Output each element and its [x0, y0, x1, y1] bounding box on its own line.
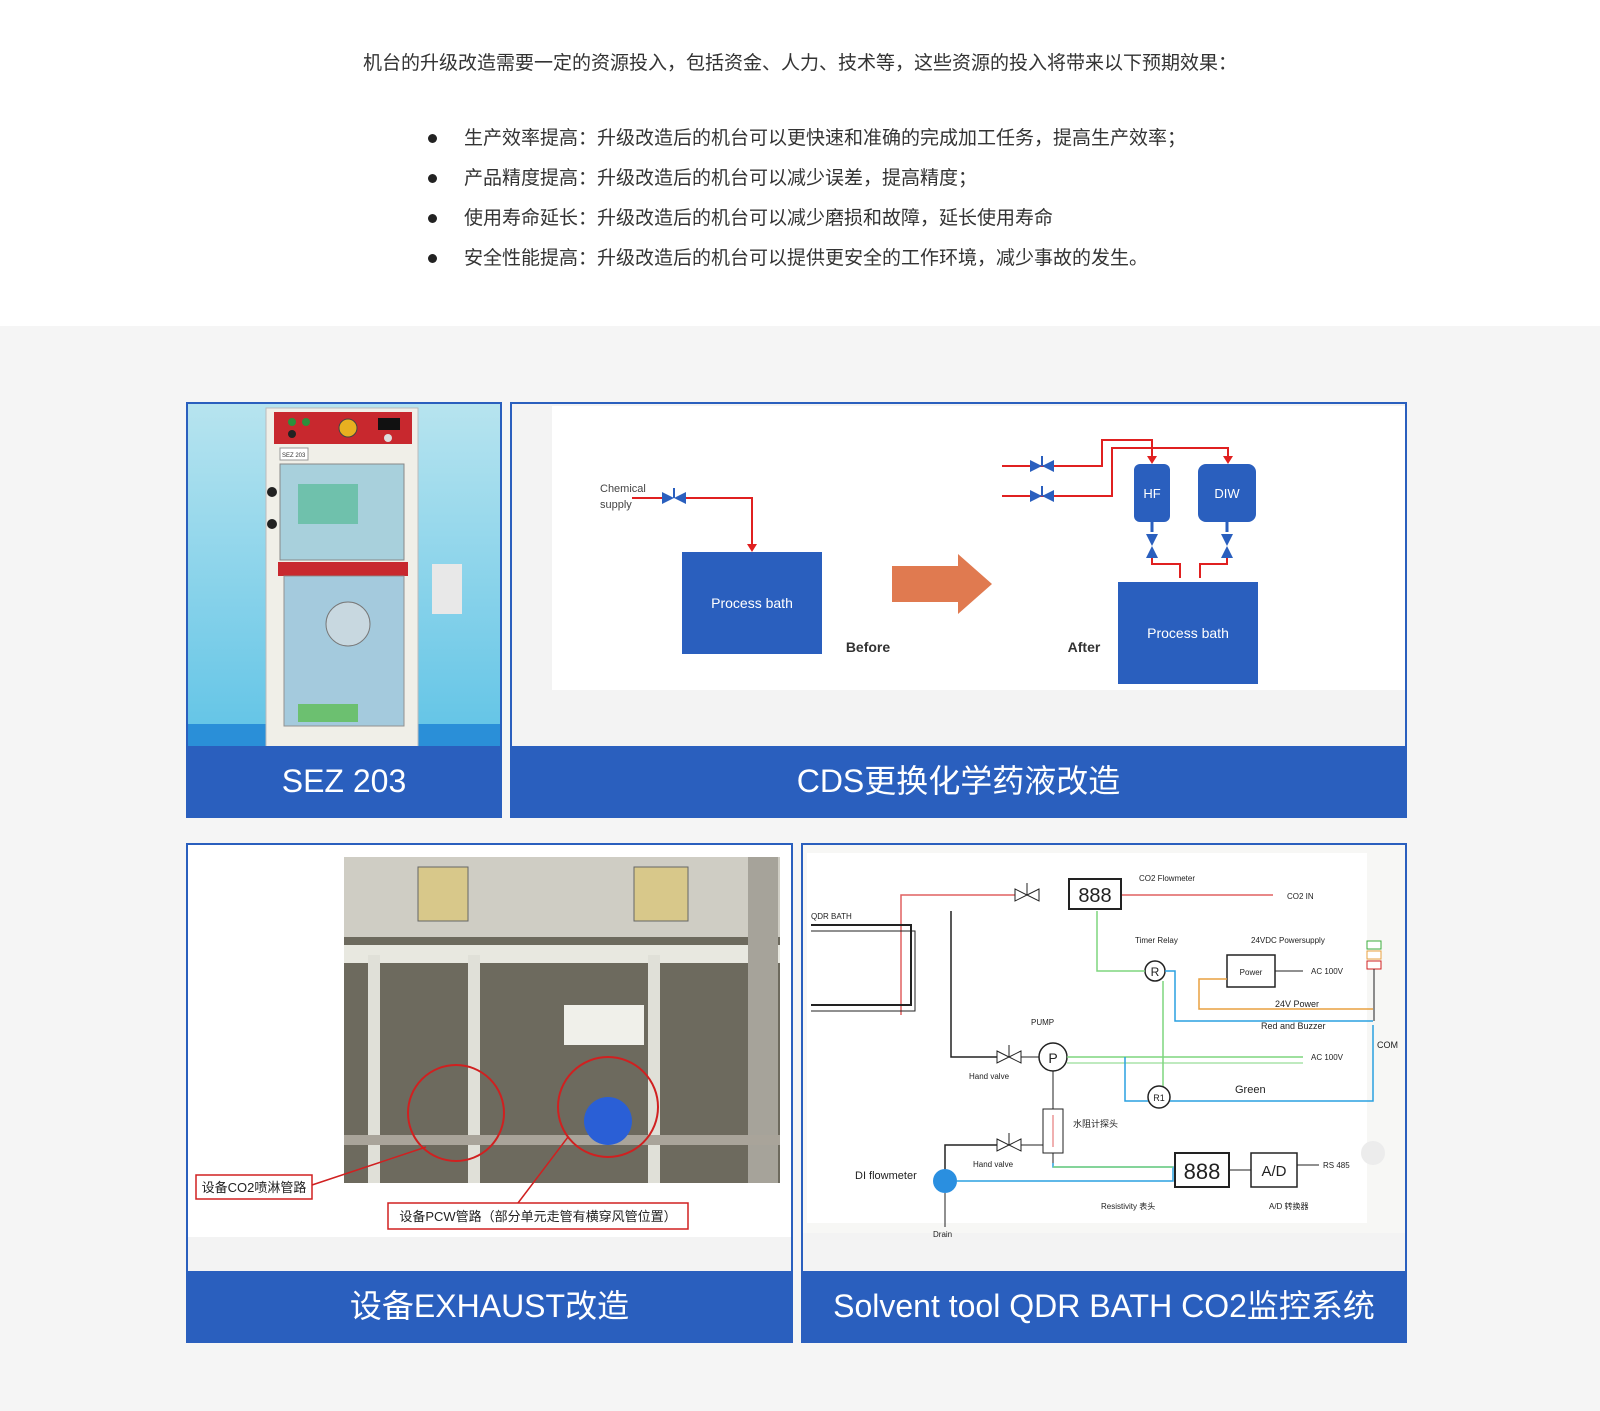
valve-icon — [662, 488, 686, 504]
di-flowmeter-icon — [933, 1169, 957, 1193]
power24-label: 24V Power — [1275, 999, 1319, 1009]
pump-p: P — [1048, 1050, 1057, 1066]
card-exhaust[interactable]: 设备CO2喷淋管路 设备PCW管路（部分单元走管有横穿风管位置） 设备EXHAU… — [186, 843, 793, 1343]
co2-flowmeter-label: CO2 Flowmeter — [1139, 874, 1195, 883]
hf-tank-label: HF — [1143, 486, 1160, 501]
callout-co2: 设备CO2喷淋管路 — [202, 1180, 307, 1195]
chemical-label-2: supply — [600, 499, 632, 511]
card-sez203[interactable]: SEZ 203 SEZ 203 — [186, 402, 502, 818]
diw-tank-label: DIW — [1214, 486, 1240, 501]
power-box-label: Power — [1240, 968, 1263, 977]
hand-valve-label-2: Hand valve — [973, 1160, 1014, 1169]
sez203-photo: SEZ 203 — [188, 404, 500, 750]
process-bath-after: Process bath — [1147, 625, 1229, 641]
timer-relay-label: Timer Relay — [1135, 936, 1178, 945]
cases-section: SEZ 203 SEZ 203 Chemical supply — [0, 326, 1600, 1411]
relay-r: R — [1151, 965, 1160, 979]
probe-label: 水阻计探头 — [1073, 1118, 1118, 1129]
process-bath-before: Process bath — [711, 595, 793, 611]
cds-caption: CDS更换化学药液改造 — [512, 746, 1405, 816]
red-buzzer-label: Red and Buzzer — [1261, 1021, 1326, 1031]
valve-icon — [1014, 883, 1040, 902]
di-flowmeter-label: DI flowmeter — [855, 1170, 917, 1182]
valve-icon — [1030, 456, 1054, 472]
sez-label: SEZ 203 — [282, 453, 306, 459]
valve-icon — [1146, 534, 1158, 558]
intro-text: 机台的升级改造需要一定的资源投入，包括资金、人力、技术等，这些资源的投入将带来以… — [362, 52, 1237, 74]
drain-label: Drain — [933, 1230, 952, 1239]
ac-label-2: AC 100V — [1311, 1053, 1344, 1062]
after-label: After — [1068, 639, 1101, 655]
exhaust-caption: 设备EXHAUST改造 — [188, 1271, 791, 1341]
co2-display: 888 — [1078, 885, 1111, 907]
hand-valve-label-1: Hand valve — [969, 1072, 1010, 1081]
ad-converter-label: A/D 转换器 — [1269, 1201, 1309, 1211]
qdr-caption: Solvent tool QDR BATH CO2监控系统 — [803, 1271, 1405, 1341]
valve-icon — [1030, 486, 1054, 502]
resistivity-display: 888 — [1184, 1159, 1221, 1184]
benefit-item: 安全性能提高：升级改造后的机台可以提供更安全的工作环境，减少事故的发生。 — [428, 238, 1186, 278]
chemical-label-1: Chemical — [600, 483, 646, 495]
intro-section: 机台的升级改造需要一定的资源投入，包括资金、人力、技术等，这些资源的投入将带来以… — [0, 0, 1600, 326]
com-label: COM — [1377, 1040, 1398, 1050]
rs485-label: RS 485 — [1323, 1161, 1350, 1170]
resistivity-label: Resistivity 表头 — [1101, 1201, 1155, 1211]
co2-in-label: CO2 IN — [1287, 892, 1314, 901]
qdr-diagram: 888 CO2 Flowmeter CO2 IN QDR BATH Timer … — [803, 845, 1405, 1275]
callout-pcw: 设备PCW管路（部分单元走管有横穿风管位置） — [399, 1209, 676, 1224]
sez203-caption: SEZ 203 — [188, 746, 500, 816]
green-label: Green — [1235, 1084, 1266, 1096]
benefit-item: 生产效率提高：升级改造后的机台可以更快速和准确的完成加工任务，提高生产效率； — [428, 118, 1186, 158]
exhaust-photo: 设备CO2喷淋管路 设备PCW管路（部分单元走管有横穿风管位置） — [188, 845, 791, 1275]
before-label: Before — [846, 639, 891, 655]
ad-box-label: A/D — [1261, 1163, 1286, 1180]
cds-diagram: Chemical supply Process bath Before Afte… — [512, 404, 1405, 750]
relay-r1: R1 — [1153, 1093, 1165, 1103]
qdr-bath-label: QDR BATH — [811, 912, 852, 921]
benefit-item: 使用寿命延长：升级改造后的机台可以减少磨损和故障，延长使用寿命 — [428, 198, 1186, 238]
card-qdr[interactable]: 888 CO2 Flowmeter CO2 IN QDR BATH Timer … — [801, 843, 1407, 1343]
card-cds[interactable]: Chemical supply Process bath Before Afte… — [510, 402, 1407, 818]
pump-label: PUMP — [1031, 1018, 1054, 1027]
valve-icon — [1221, 534, 1233, 558]
benefit-item: 产品精度提高：升级改造后的机台可以减少误差，提高精度； — [428, 158, 1186, 198]
benefit-list: 生产效率提高：升级改造后的机台可以更快速和准确的完成加工任务，提高生产效率； 产… — [428, 118, 1186, 278]
power-supply-label: 24VDC Powersupply — [1251, 936, 1325, 945]
ac-label-1: AC 100V — [1311, 967, 1344, 976]
transition-arrow-icon — [892, 554, 992, 614]
